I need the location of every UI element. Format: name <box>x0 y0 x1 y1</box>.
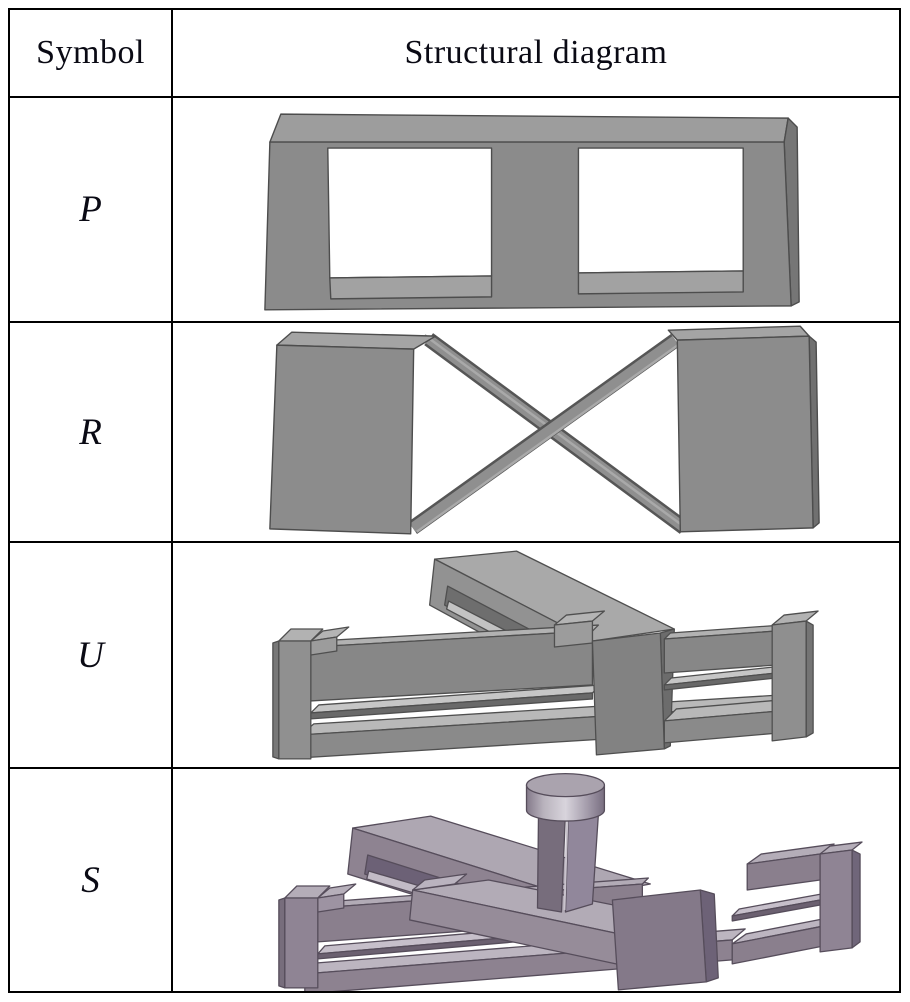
p-right-hole-bottom-face <box>577 270 744 295</box>
symbol-cell-p: P <box>10 98 173 323</box>
u-left-post <box>272 626 350 760</box>
diagram-cell-p <box>173 98 899 323</box>
s-symbol: S <box>81 859 100 901</box>
joints-table: Symbol Structural diagram P <box>8 8 901 993</box>
header-symbol-label: Symbol <box>36 34 145 71</box>
p-left-hole-bottom-face <box>329 275 493 300</box>
r-right-block-front <box>676 335 814 533</box>
u-symbol: U <box>77 634 104 676</box>
p-right-hole <box>577 147 744 274</box>
s-cross-blades <box>536 811 600 913</box>
s-left-post <box>278 883 357 989</box>
u-right-post <box>771 610 819 742</box>
p-top-face <box>269 113 789 143</box>
u-clamp-block <box>553 610 606 648</box>
symbol-cell-s: S <box>10 769 173 991</box>
diagram-cell-u <box>173 543 899 769</box>
symbol-cell-r: R <box>10 323 173 543</box>
s-central-block <box>611 889 719 991</box>
r-cross-blades <box>408 333 689 534</box>
s-right-frame <box>731 841 863 965</box>
s-cylinder <box>525 772 606 822</box>
symbol-cell-u: U <box>10 543 173 769</box>
diagram-cell-r <box>173 323 899 543</box>
prismatic-joint-flexure-diagram <box>264 113 800 311</box>
u-right-section <box>663 624 793 744</box>
header-diagram-label: Structural diagram <box>404 34 668 71</box>
r-left-block-front <box>269 344 415 535</box>
p-symbol: P <box>79 189 102 230</box>
spherical-joint-flexure-diagram <box>278 772 863 991</box>
r-symbol: R <box>79 411 102 453</box>
diagram-cell-s <box>173 769 899 991</box>
header-cell-symbol: Symbol <box>10 10 173 98</box>
p-left-hole <box>327 147 493 279</box>
u-central-block <box>591 628 675 756</box>
u-left-mid-rail <box>310 624 602 720</box>
header-cell-diagram: Structural diagram <box>173 10 899 98</box>
universal-joint-flexure-diagram <box>272 550 819 760</box>
revolute-joint-cross-axis-flexure-diagram <box>269 325 820 535</box>
